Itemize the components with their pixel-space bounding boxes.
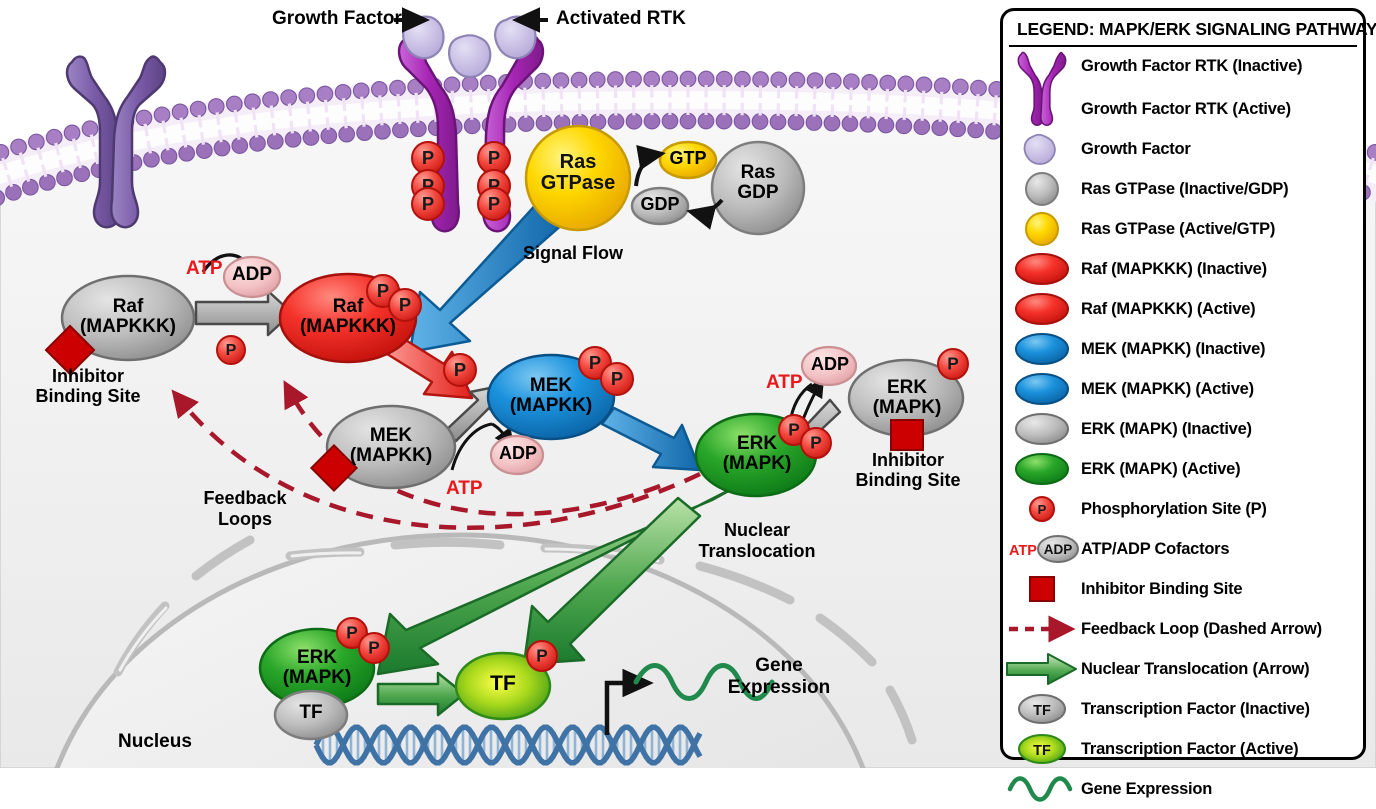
svg-text:P: P: [346, 622, 358, 642]
nucleus-label: Nucleus: [118, 731, 192, 753]
legend-item-label: Raf (MAPKKK) (Active): [1081, 300, 1255, 319]
feedback-loops-label: Feedback Loops: [190, 488, 300, 529]
svg-text:P: P: [536, 645, 548, 665]
legend-item-label: Nuclear Translocation (Arrow): [1081, 660, 1309, 679]
mek-active-icon: [1003, 369, 1081, 409]
svg-text:P: P: [377, 280, 389, 301]
legend-item-dashed-arrow[interactable]: Feedback Loop (Dashed Arrow): [1003, 609, 1363, 649]
legend-item-label: Growth Factor RTK (Active): [1081, 100, 1291, 119]
svg-text:P: P: [488, 147, 500, 168]
legend-item-label: Gene Expression: [1081, 780, 1212, 799]
legend-item-green-arrow[interactable]: Nuclear Translocation (Arrow): [1003, 649, 1363, 689]
svg-text:P: P: [226, 341, 237, 359]
adp-badge-mek: [491, 436, 543, 474]
legend-item-tf-active[interactable]: TF Transcription Factor (Active): [1003, 729, 1363, 769]
legend-item-ras-inactive[interactable]: Ras GTPase (Inactive/GDP): [1003, 169, 1363, 209]
atp-label-raf: ATP: [186, 258, 223, 280]
legend-item-mek-inactive[interactable]: MEK (MAPKK) (Inactive): [1003, 329, 1363, 369]
gdp-badge: [632, 188, 688, 224]
inhibitor-label-erk: Inhibitor Binding Site: [846, 450, 970, 490]
nuclear-translocation-label: Nuclear Translocation: [688, 520, 826, 561]
legend-rows: Growth Factor RTK (Inactive) Growth Facto…: [1003, 47, 1363, 809]
svg-text:P: P: [1038, 502, 1047, 517]
legend-item-label: ERK (MAPK) (Inactive): [1081, 420, 1252, 439]
mek-inactive-icon: [1003, 329, 1081, 369]
legend-item-label: Raf (MAPKKK) (Inactive): [1081, 260, 1267, 279]
legend-item-label: Feedback Loop (Dashed Arrow): [1081, 620, 1322, 639]
legend-item-label: Ras GTPase (Inactive/GDP): [1081, 180, 1288, 199]
raf-active-icon: [1003, 289, 1081, 329]
legend-item-raf-active[interactable]: Raf (MAPKKK) (Active): [1003, 289, 1363, 329]
svg-text:P: P: [488, 193, 500, 214]
gtp-badge: [660, 142, 716, 178]
legend-item-erk-active[interactable]: ERK (MAPK) (Active): [1003, 449, 1363, 489]
green-arrow-icon: [1003, 649, 1081, 689]
legend-item-label: Transcription Factor (Inactive): [1081, 700, 1310, 719]
legend-item-growth-factor[interactable]: Growth Factor: [1003, 129, 1363, 169]
atp-label-mek: ATP: [446, 478, 483, 500]
svg-text:TF: TF: [1033, 703, 1051, 719]
legend-item-label: Growth Factor RTK (Inactive): [1081, 57, 1302, 76]
svg-text:ADP: ADP: [1044, 542, 1073, 557]
legend-panel: LEGEND: MAPK/ERK SIGNALING PATHWAY Growt…: [1000, 8, 1366, 760]
legend-item-gene-expression[interactable]: Gene Expression: [1003, 769, 1363, 809]
legend-item-phosphorylation-site[interactable]: P Phosphorylation Site (P): [1003, 489, 1363, 529]
legend-item-erk-inactive[interactable]: ERK (MAPK) (Inactive): [1003, 409, 1363, 449]
legend-item-tf-inactive[interactable]: TF Transcription Factor (Inactive): [1003, 689, 1363, 729]
adp-badge-erk: [802, 347, 856, 385]
legend-item-mek-active[interactable]: MEK (MAPKK) (Active): [1003, 369, 1363, 409]
legend-item-label: Ras GTPase (Active/GTP): [1081, 220, 1275, 239]
legend-item-label: ERK (MAPK) (Active): [1081, 460, 1240, 479]
rtk-inactive-icon: [1003, 49, 1081, 129]
legend-item-inhibitor-site[interactable]: Inhibitor Binding Site: [1003, 569, 1363, 609]
inhibitor-label-raf: Inhibitor Binding Site: [28, 366, 148, 406]
legend-item-atp-adp[interactable]: ATP ADP ATP/ADP Cofactors: [1003, 529, 1363, 569]
phosphorylation-site-icon: P: [1003, 489, 1081, 529]
raf-inactive-icon: [1003, 249, 1081, 289]
svg-text:P: P: [589, 352, 601, 373]
signal-flow-label: Signal Flow: [523, 243, 623, 264]
legend-item-label: Transcription Factor (Active): [1081, 740, 1298, 759]
svg-text:P: P: [947, 353, 959, 373]
activated-rtk-label: Activated RTK: [556, 8, 686, 30]
ras-inactive-icon: [1003, 169, 1081, 209]
legend-item-label: MEK (MAPKK) (Inactive): [1081, 340, 1265, 359]
tf-active-icon: TF: [1003, 729, 1081, 769]
ras-active-icon: [1003, 209, 1081, 249]
erk-active-icon: [1003, 449, 1081, 489]
gene-expression-icon: [1003, 769, 1081, 809]
legend-item-raf-inactive[interactable]: Raf (MAPKKK) (Inactive): [1003, 249, 1363, 289]
ras-gdp-inactive: [712, 142, 804, 234]
tf-inactive-icon: TF: [1003, 689, 1081, 729]
legend-item-label: Growth Factor: [1081, 140, 1191, 159]
inhibitor-site-icon: [1003, 569, 1081, 609]
svg-text:P: P: [810, 432, 822, 452]
atp-adp-icon: ATP ADP: [1003, 529, 1081, 569]
legend-item-label: Inhibitor Binding Site: [1081, 580, 1242, 599]
legend-item-rtk-inactive[interactable]: Growth Factor RTK (Inactive): [1003, 49, 1363, 89]
erk-inactive-icon: [1003, 409, 1081, 449]
adp-badge-raf: [224, 257, 280, 297]
svg-text:P: P: [399, 294, 411, 315]
svg-text:P: P: [422, 193, 434, 214]
growth-factor-label: Growth Factor: [272, 8, 402, 30]
growth-factor-icon: [1003, 129, 1081, 169]
svg-text:P: P: [368, 637, 380, 657]
legend-item-ras-active[interactable]: Ras GTPase (Active/GTP): [1003, 209, 1363, 249]
svg-text:P: P: [788, 419, 800, 439]
ras-gtpase-active: [526, 126, 630, 230]
svg-text:TF: TF: [1033, 743, 1051, 759]
legend-title: LEGEND: MAPK/ERK SIGNALING PATHWAY: [1009, 13, 1357, 47]
svg-text:ATP: ATP: [1009, 543, 1037, 559]
svg-text:P: P: [611, 368, 623, 389]
dashed-arrow-icon: [1003, 609, 1081, 649]
svg-text:P: P: [454, 359, 466, 380]
svg-text:P: P: [422, 147, 434, 168]
legend-item-label: Phosphorylation Site (P): [1081, 500, 1267, 519]
gene-expression-label: Gene Expression: [719, 655, 839, 698]
legend-item-label: ATP/ADP Cofactors: [1081, 540, 1229, 559]
atp-label-erk: ATP: [766, 372, 803, 394]
legend-item-label: MEK (MAPKK) (Active): [1081, 380, 1254, 399]
